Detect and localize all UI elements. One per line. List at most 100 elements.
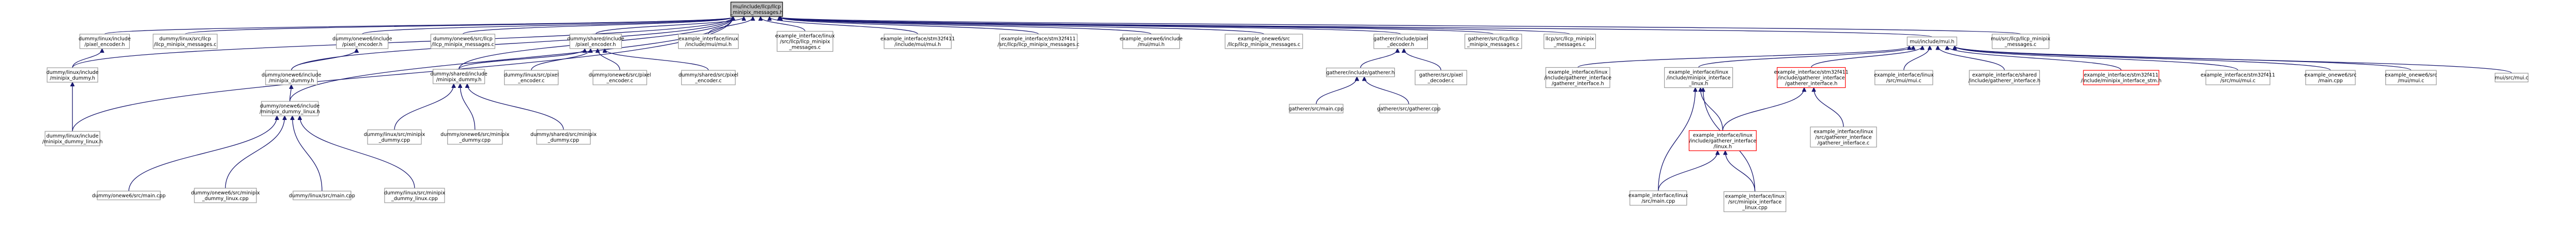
edge-n44-to-n36 <box>128 116 277 191</box>
node-n34[interactable]: mui/src/mui.c <box>2494 72 2529 83</box>
node-label-line: dummy/onewe6/include <box>262 72 322 78</box>
node-n24[interactable]: gatherer/src/pixel_decoder.c <box>1414 70 1467 85</box>
node-label-line: _messages.c <box>789 45 821 51</box>
node-n39[interactable]: dummy/shared/src/minipix_dummy.cpp <box>530 129 597 145</box>
node-n3[interactable]: dummy/onewe6/include/pixel_encoder.h <box>332 34 392 49</box>
node-n8[interactable]: example_interface/stm32f411/include/mui/… <box>880 34 955 49</box>
node-label-line: /minipix_dummy.h <box>50 75 95 81</box>
node-label-line: /pixel_encoder.h <box>342 42 383 48</box>
node-label-line: /src/llcp/llcp_minipix_messages.c <box>998 42 1079 48</box>
node-label-line: dummy/onewe6/src/pixel <box>589 72 651 78</box>
node-box <box>1688 130 1757 152</box>
node-n25[interactable]: example_interface/linux/include/gatherer… <box>1544 67 1611 88</box>
node-label-line: dummy/linux/src/llcp <box>159 36 211 42</box>
node-box <box>1545 67 1610 88</box>
node-label-line: _encoder.c <box>606 78 633 84</box>
node-n23[interactable]: gatherer/include/gatherer.h <box>1326 67 1395 78</box>
node-n46[interactable]: dummy/linux/src/main.cpp <box>289 190 355 201</box>
node-n7[interactable]: example_interface/linux/src/llcp/llcp_mi… <box>775 31 835 52</box>
edge-layer <box>72 17 2512 192</box>
node-label-line: example_interface/linux <box>1874 72 1934 78</box>
node-label-line: example_interface/linux <box>1548 70 1608 75</box>
node-label-line: /pixel_encoder.h <box>84 42 125 48</box>
node-label-line: _messages.c <box>2004 42 2036 48</box>
node-n21[interactable]: dummy/onewe6/src/pixel_encoder.c <box>589 70 651 85</box>
node-box <box>44 131 100 146</box>
node-box <box>1225 34 1303 49</box>
node-root[interactable]: mu/include/llcp/llcp_minipix_messages.h <box>730 2 783 17</box>
node-box <box>678 34 739 49</box>
node-box <box>536 129 591 145</box>
node-n10[interactable]: example_onewe6/include/mui/mui.h <box>1120 34 1183 49</box>
node-n42[interactable]: example_interface/linux/include/gatherer… <box>1688 130 1757 152</box>
edge-n36-to-n18 <box>290 85 292 102</box>
node-label-line: example_interface/linux <box>775 34 835 39</box>
node-n48[interactable]: example_interface/linux/src/main.cpp <box>1628 190 1688 206</box>
node-n22[interactable]: dummy/shared/src/pixel_encoder.c <box>679 70 739 85</box>
node-n33[interactable]: example_onewe6/src/mui/mui.c <box>2385 70 2437 85</box>
node-n32[interactable]: example_onewe6/src/main.cpp <box>2305 70 2357 85</box>
node-label-line: _minipix_messages.h <box>730 10 783 16</box>
edge-n31-to-n15 <box>1955 47 2238 71</box>
node-n6[interactable]: example_interface/linux/include/mui/mui.… <box>678 34 739 49</box>
node-n45[interactable]: dummy/onewe6/src/minipix_dummy_linux.cpp <box>191 188 260 203</box>
node-n11[interactable]: example_onewe6/src/llcp/llcp_minipix_mes… <box>1225 34 1303 49</box>
node-box <box>1373 34 1428 49</box>
node-n13[interactable]: gatherer/src/llcp/llcp_minipix_messages.… <box>1464 34 1522 49</box>
node-n19[interactable]: dummy/shared/include/minipix_dummy.h <box>430 69 487 84</box>
node-n5[interactable]: dummy/shared/include/pixel_encoder.h <box>567 34 624 49</box>
node-n47[interactable]: dummy/linux/src/minipix_dummy_linux.cpp <box>384 188 446 203</box>
node-n41[interactable]: gatherer/src/gatherer.cpp <box>1377 103 1441 114</box>
edge-n45-to-n36 <box>225 116 285 189</box>
node-n29[interactable]: example_interface/shared/include/gathere… <box>1969 70 2040 85</box>
edge-n19-to-n5 <box>458 49 585 70</box>
node-box <box>194 188 257 203</box>
node-box <box>569 34 622 49</box>
node-n14[interactable]: llcp/src/llcp_minipix_messages.c <box>1543 34 1596 49</box>
node-n1[interactable]: dummy/linux/include/pixel_encoder.h <box>79 34 131 49</box>
node-box <box>2083 70 2159 85</box>
node-n20[interactable]: dummy/linux/src/pixel_encoder.c <box>504 70 559 85</box>
node-n12[interactable]: gatherer/include/pixel_decoder.h <box>1374 34 1428 49</box>
node-n4[interactable]: dummy/onewe6/src/llcp/llcp_minipix_messa… <box>430 34 495 49</box>
node-n16[interactable]: mui/src/llcp/llcp_minipix_messages.c <box>1991 34 2050 49</box>
node-label-line: /include/gatherer_interface.h <box>1969 78 2040 84</box>
node-n26[interactable]: example_interface/linux/include/minipix_… <box>1664 67 1733 88</box>
node-box <box>261 101 319 116</box>
node-label-line: example_onewe6/src <box>1238 36 1290 42</box>
node-n38[interactable]: dummy/onewe6/src/minipix_dummy.cpp <box>440 129 510 145</box>
node-label-line: /minipix_dummy_linux.h <box>260 109 320 115</box>
node-n37[interactable]: dummy/linux/src/minipix_dummy.cpp <box>364 129 425 145</box>
node-label-line: /mui/mui.h <box>1138 42 1165 48</box>
node-n15[interactable]: mui/include/mui.h <box>1907 36 1957 47</box>
node-n28[interactable]: example_interface/linux/src/mui/mui.c <box>1874 70 1934 85</box>
node-label-line: dummy/shared/include <box>430 71 487 77</box>
node-label-line: /include/minipix_interface <box>1667 75 1731 81</box>
node-n49[interactable]: example_interface/linux/src/minipix_inte… <box>1724 191 1787 213</box>
edge-n17-to-root <box>72 17 733 68</box>
node-n36[interactable]: dummy/onewe6/include/minipix_dummy_linux… <box>260 101 320 116</box>
edge-n7-to-root <box>760 17 805 32</box>
edge-n46-to-n36 <box>293 116 323 191</box>
node-box <box>1122 34 1180 49</box>
node-label-line: _dummy.cpp <box>459 138 490 143</box>
node-n18[interactable]: dummy/onewe6/include/minipix_dummy.h <box>262 70 322 85</box>
node-n43[interactable]: example_interface/linux/src/gatherer_int… <box>1810 126 1877 148</box>
node-n40[interactable]: gatherer/src/main.cpp <box>1289 103 1344 114</box>
node-n17[interactable]: dummy/linux/include/minipix_dummy.h <box>47 67 99 83</box>
node-label-line: dummy/onewe6/src/main.cpp <box>92 193 165 199</box>
node-box <box>432 69 485 84</box>
edge-n5-to-root <box>595 17 744 35</box>
node-n31[interactable]: example_interface/stm32f411/src/mui/mui.… <box>2201 70 2275 85</box>
node-n27[interactable]: example_interface/stm32f411/include/gath… <box>1774 67 1849 88</box>
edge-n22-to-n5 <box>605 49 709 71</box>
node-label-line: /mui/mui.c <box>2398 78 2424 84</box>
node-label-line: /src/mui/mui.c <box>2220 78 2255 84</box>
node-n2[interactable]: dummy/linux/src/llcp/llcp_minipix_messag… <box>153 34 218 49</box>
node-n35[interactable]: dummy/linux/include/minipix_dummy_linux.… <box>42 131 103 146</box>
node-n30[interactable]: example_interface/stm32f411/include/mini… <box>2081 70 2161 85</box>
node-box <box>336 34 389 49</box>
node-n44[interactable]: dummy/onewe6/src/main.cpp <box>92 190 165 201</box>
node-n9[interactable]: example_interface/stm32f411/src/llcp/llc… <box>998 34 1079 49</box>
node-label-line: gatherer/include/gatherer.h <box>1327 70 1395 76</box>
